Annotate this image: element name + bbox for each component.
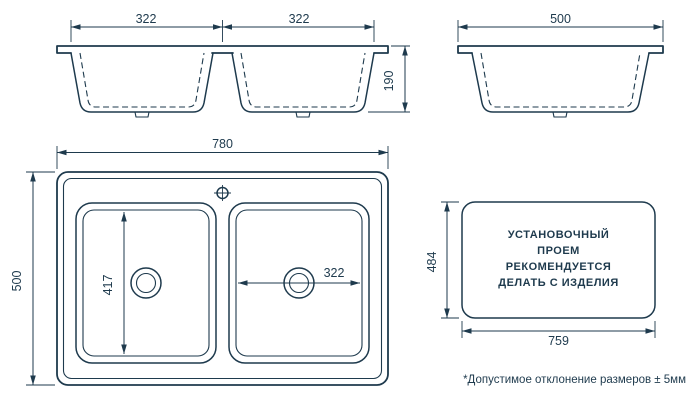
bowl-right-outline: [231, 52, 375, 113]
extension-lines-top: [457, 20, 664, 42]
cutout-note-line-3: РЕКОМЕНДУЕТСЯ: [506, 261, 612, 273]
side-section-view: 500: [457, 12, 664, 118]
extension-lines-484: [441, 201, 459, 319]
extension-lines-500: [26, 171, 55, 386]
sink-outer-edge: [56, 171, 389, 386]
bowl-left-outline: [70, 52, 214, 113]
cutout-note-line-2: ПРОЕМ: [537, 245, 580, 257]
dim-label-417: 417: [101, 275, 115, 296]
dim-label-759: 759: [548, 334, 569, 348]
faucet-hole-centerlines: [214, 185, 231, 201]
dim-label-322-right: 322: [289, 12, 310, 26]
tolerance-footnote: *Допустимое отклонение размеров ± 5мм: [463, 374, 686, 386]
dim-label-190: 190: [382, 71, 396, 92]
dim-label-322-left: 322: [136, 12, 157, 26]
bowl-right-top-edge: [228, 202, 370, 364]
cutout-note-line-4: ДЕЛАТЬ С ИЗДЕЛИЯ: [498, 277, 618, 289]
extension-lines-top: [70, 20, 375, 42]
bowl-left-hidden-line: [79, 52, 205, 108]
rim-profile: [56, 45, 389, 54]
dim-label-500: 500: [10, 271, 24, 292]
bowl-left-bottom-edge: [82, 209, 210, 357]
cutout-view: УСТАНОВОЧНЫЙ ПРОЕМ РЕКОМЕНДУЕТСЯ ДЕЛАТЬ …: [425, 201, 656, 348]
bowl-left-top-edge: [75, 202, 217, 364]
plan-view: 780 500 417 322: [10, 137, 389, 386]
cutout-note-line-1: УСТАНОВОЧНЫЙ: [508, 228, 610, 241]
rim-profile: [457, 45, 664, 54]
drain-left-inner: [135, 272, 157, 294]
dim-label-322: 322: [324, 266, 345, 280]
bowl-outline: [471, 52, 650, 113]
dim-label-484: 484: [425, 252, 439, 273]
bowl-hidden-line: [480, 52, 641, 108]
dim-label-780: 780: [212, 137, 233, 151]
bowl-right-hidden-line: [240, 52, 366, 108]
sink-rim-edge: [62, 177, 383, 380]
front-section-view: 322 322 190: [56, 12, 410, 118]
bowl-right-bottom-edge: [235, 209, 363, 357]
drain-marks: [134, 111, 311, 118]
drain-mark: [552, 111, 568, 118]
drain-left-outer: [130, 267, 162, 299]
cutout-outline: [461, 201, 656, 319]
dim-label-500: 500: [550, 12, 571, 26]
